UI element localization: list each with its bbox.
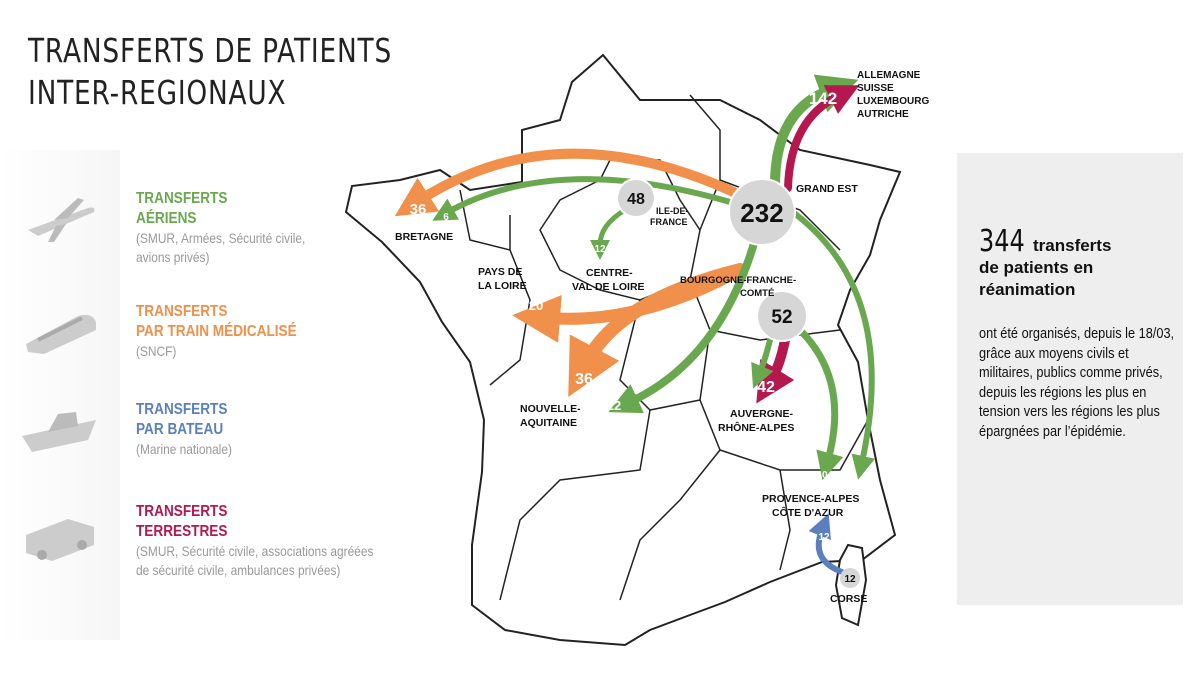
legend-title: PAR BATEAU xyxy=(136,421,224,438)
legend-subtitle: (SMUR, Armées, Sécurité civile, xyxy=(136,230,306,246)
flow-grand-est-na-air xyxy=(608,236,759,414)
legend-title: TERRESTRES xyxy=(136,523,228,540)
region-label: PROVENCE-ALPES xyxy=(762,493,859,505)
ambulance-icon xyxy=(26,519,94,561)
flow-grand-est-abroad-road xyxy=(784,85,860,192)
region-label: ILE-DE- xyxy=(656,206,689,216)
legend-title: AÉRIENS xyxy=(136,210,197,227)
flow-idf-cvl-air xyxy=(590,207,628,260)
flow-value: 36 xyxy=(410,201,427,218)
region-label: GRAND EST xyxy=(796,183,858,195)
flow-grand-est-bretagne-air xyxy=(432,176,743,221)
source-circles xyxy=(616,178,860,588)
summary-count: 344 xyxy=(979,224,1025,259)
country-label: SUISSE xyxy=(857,83,894,94)
region-label: COMTÉ xyxy=(740,288,774,299)
flow-grand-est-bretagne-train xyxy=(394,148,745,217)
boat-icon xyxy=(22,412,96,452)
legend-subtitle: (Marine nationale) xyxy=(136,441,232,457)
country-label: AUTRICHE xyxy=(857,109,909,120)
airplane-icon xyxy=(28,198,95,242)
summary-body: ont été organisés, depuis le 18/03, grâc… xyxy=(979,326,1175,440)
legend-subtitle: de sécurité civile, ambulances privées) xyxy=(136,562,341,578)
flow-grand-est-abroad xyxy=(770,74,859,190)
flow-grand-est-na-train xyxy=(568,263,747,398)
summary-line: réanimation xyxy=(979,280,1076,299)
region-label: LA LOIRE xyxy=(478,280,527,292)
legend-title: TRANSFERTS xyxy=(136,401,228,418)
flow-value: 20 xyxy=(529,298,543,313)
title-line-1: TRANSFERTS DE PATIENTS xyxy=(28,31,392,70)
flow-value: 142 xyxy=(809,89,837,108)
region-label: PAYS DE xyxy=(478,266,522,278)
summary-panel: 344 transferts de patients en réanimatio… xyxy=(957,153,1183,605)
flow-value: 12 xyxy=(818,532,830,543)
legend-subtitle: (SMUR, Sécurité civile, associations agr… xyxy=(136,543,374,559)
region-label: FRANCE xyxy=(650,217,688,227)
region-label: BRETAGNE xyxy=(395,231,453,243)
region-label: NOUVELLE- xyxy=(520,403,581,415)
region-label: BOURGOGNE-FRANCHE- xyxy=(680,275,796,286)
region-label: RHÔNE-ALPES xyxy=(718,421,794,434)
flow-ara-air xyxy=(751,337,774,389)
legend-title: TRANSFERTS xyxy=(136,190,228,207)
legend-subtitle: (SNCF) xyxy=(136,343,177,359)
flow-value: 42 xyxy=(757,379,775,396)
source-value-corse: 12 xyxy=(844,574,856,585)
legend-road: TRANSFERTS TERRESTRES (SMUR, Sécurité ci… xyxy=(136,502,415,580)
legend-title: TRANSFERTS xyxy=(136,503,228,520)
region-label: AUVERGNE- xyxy=(730,408,794,420)
flow-value: 10 xyxy=(816,470,828,481)
legend-subtitle: avions privés) xyxy=(136,249,210,265)
title-line-2: INTER-REGIONAUX xyxy=(28,73,287,112)
summary-line: transferts xyxy=(1033,236,1112,255)
region-label: CORSE xyxy=(830,593,867,605)
flow-grand-est-paca-air xyxy=(787,207,876,480)
page-title: TRANSFERTS DE PATIENTS INTER-REGIONAUX xyxy=(28,30,392,114)
legend-title: PAR TRAIN MÉDICALISÉ xyxy=(136,323,297,340)
legend-train: TRANSFERTS PAR TRAIN MÉDICALISÉ (SNCF) xyxy=(136,302,325,361)
flow-value: 36 xyxy=(575,371,593,388)
legend-boat: TRANSFERTS PAR BATEAU (Marine nationale) xyxy=(136,400,249,459)
summary-line: de patients en xyxy=(979,258,1094,277)
region-label: CÔTE D'AZUR xyxy=(772,506,844,519)
region-label: AQUITAINE xyxy=(520,417,577,429)
country-label: ALLEMAGNE xyxy=(857,70,921,81)
flow-value: 6 xyxy=(443,212,449,223)
source-value-idf: 48 xyxy=(627,191,645,208)
country-label: LUXEMBOURG xyxy=(857,96,929,107)
legend-title: TRANSFERTS xyxy=(136,303,228,320)
source-value-grand-est: 232 xyxy=(740,198,783,228)
flow-ara-paca-air xyxy=(796,326,844,481)
flow-value: 22 xyxy=(607,398,621,413)
region-label: CENTRE- xyxy=(586,267,633,279)
summary-headline: 344 transferts de patients en réanimatio… xyxy=(979,224,1112,301)
flow-value: 12 xyxy=(594,244,606,255)
train-icon xyxy=(26,314,96,354)
source-value-ara: 52 xyxy=(771,307,792,328)
legend-air: TRANSFERTS AÉRIENS (SMUR, Armées, Sécuri… xyxy=(136,189,335,267)
flow-value: 6 xyxy=(849,470,855,481)
region-label: VAL DE LOIRE xyxy=(572,281,645,293)
flow-corse-boat xyxy=(808,513,845,575)
